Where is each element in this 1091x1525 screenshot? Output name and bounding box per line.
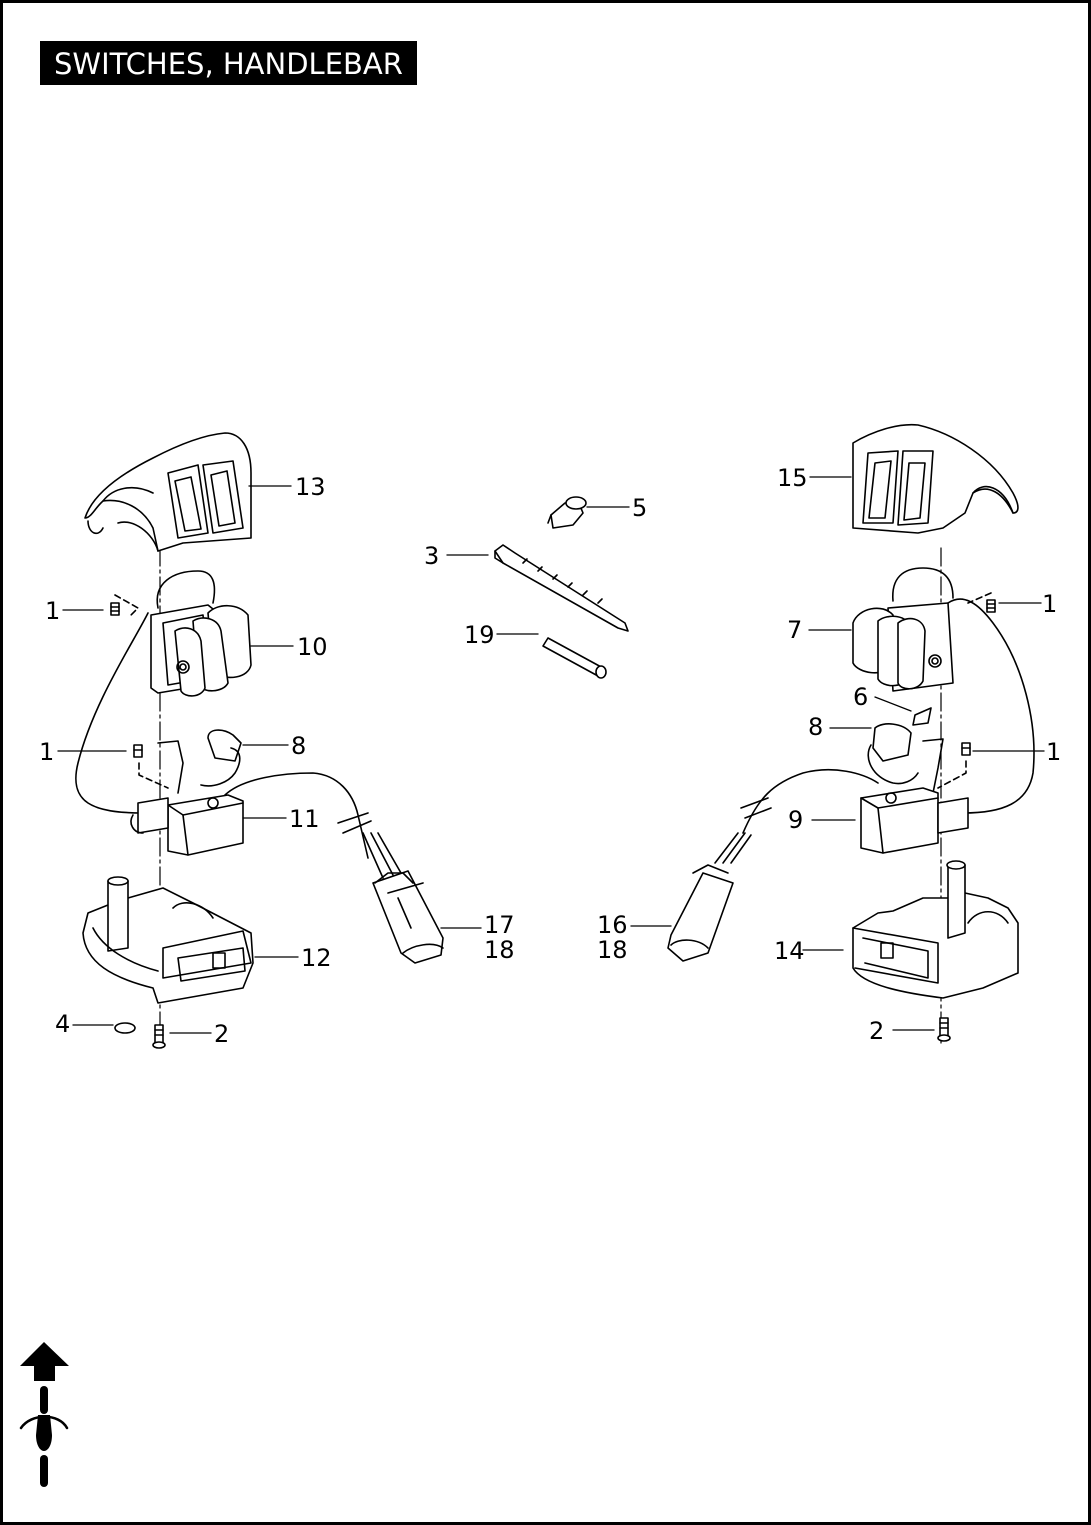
left-wire-loop	[75, 612, 149, 814]
left-screw-upper-guide	[114, 594, 139, 616]
left-upper-switch-housing	[84, 432, 252, 552]
exploded-view-drawing: 13 1 10 1 8 11 12 4 2 5 3 19 17 18 16 18…	[19, 423, 1061, 1487]
callout-2-right: 2	[869, 1017, 884, 1045]
left-wire-top	[156, 570, 216, 609]
left-switch-module	[150, 604, 252, 697]
callout-15: 15	[777, 464, 808, 492]
left-lower-screw	[152, 1024, 166, 1049]
callout-17: 17	[484, 911, 515, 939]
left-bracket	[157, 740, 184, 794]
callout-10: 10	[297, 633, 328, 661]
left-harness-wire	[224, 772, 369, 859]
right-screw-upper-guide	[967, 592, 992, 604]
right-harness-wire	[742, 769, 879, 834]
right-switch-module	[852, 602, 954, 692]
right-lower-screw	[937, 1017, 951, 1042]
leader-lines	[57, 476, 1045, 1034]
callout-8-left: 8	[291, 732, 306, 760]
callout-1-left-upper: 1	[45, 597, 60, 625]
right-bracket	[922, 738, 944, 794]
left-main-connector	[372, 870, 444, 964]
motorcycle-top-view-icon	[19, 1386, 69, 1487]
left-harness-wires	[362, 832, 402, 879]
callout-2-left: 2	[214, 1020, 229, 1048]
right-screw-upper	[986, 599, 996, 613]
callout-12: 12	[301, 944, 332, 972]
callout-6: 6	[853, 683, 868, 711]
right-harness-break	[740, 797, 772, 819]
callout-3: 3	[424, 542, 439, 570]
diagram-title: SWITCHES, HANDLEBAR	[40, 41, 417, 85]
callout-16: 16	[597, 911, 628, 939]
right-main-connector	[667, 864, 734, 962]
callout-11: 11	[289, 805, 320, 833]
right-small-connector	[867, 723, 919, 785]
right-lower-switch	[860, 787, 969, 854]
right-small-spacer	[912, 707, 932, 726]
right-lower-switch-housing	[852, 860, 1019, 999]
callout-18-left: 18	[484, 936, 515, 964]
right-wire-top	[892, 567, 954, 602]
left-small-connector	[200, 729, 242, 787]
right-screw-middle-guide	[937, 760, 967, 789]
callout-1-right-middle: 1	[1046, 738, 1061, 766]
callout-18-right: 18	[597, 936, 628, 964]
cable-strap	[494, 544, 629, 632]
callout-4: 4	[55, 1010, 70, 1038]
callout-7: 7	[787, 616, 802, 644]
left-harness-break	[337, 812, 372, 834]
left-lower-switch	[130, 794, 244, 856]
callout-19: 19	[464, 621, 495, 649]
wire-clip	[547, 496, 587, 529]
callout-14: 14	[774, 937, 805, 965]
callout-8-right: 8	[808, 713, 823, 741]
right-harness-wires	[714, 832, 752, 864]
left-screw-middle	[133, 744, 143, 758]
callout-13: 13	[295, 473, 326, 501]
left-screw-upper	[110, 602, 120, 616]
callout-1-left-middle: 1	[39, 738, 54, 766]
right-wire-loop	[947, 598, 1035, 814]
callout-5: 5	[632, 494, 647, 522]
right-screw-middle	[961, 742, 971, 756]
callout-1-right-upper: 1	[1042, 590, 1057, 618]
left-lower-switch-housing	[82, 876, 254, 1004]
right-upper-switch-housing	[852, 423, 1019, 534]
front-direction-arrow-icon	[20, 1342, 69, 1381]
callout-9: 9	[788, 806, 803, 834]
left-washer	[114, 1022, 136, 1034]
heat-shrink-sleeve	[542, 637, 607, 679]
left-screw-middle-guide	[138, 762, 169, 789]
